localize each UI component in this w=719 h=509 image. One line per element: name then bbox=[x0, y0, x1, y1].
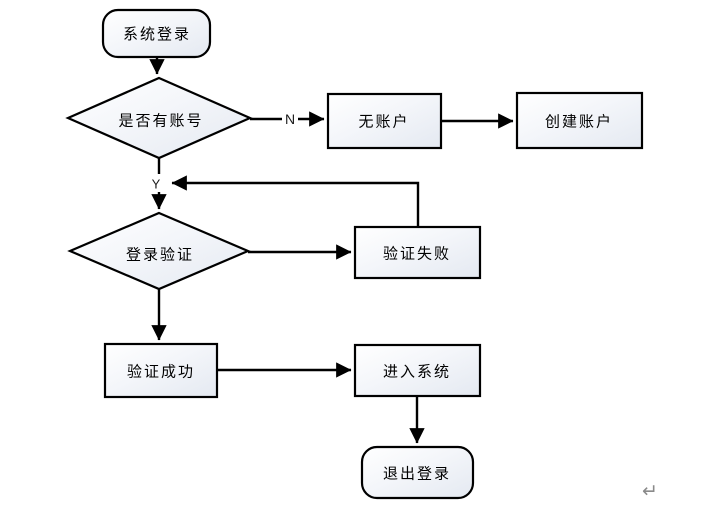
node-verify-fail[interactable]: 验证失败 bbox=[353, 225, 482, 280]
node-no-account-label: 无账户 bbox=[358, 114, 409, 131]
branch-label-no-bg bbox=[282, 109, 298, 129]
node-logout[interactable]: 退出登录 bbox=[360, 445, 475, 500]
node-has-account[interactable]: 是否有账号 bbox=[65, 76, 253, 160]
node-create-account-label: 创建账户 bbox=[545, 114, 613, 131]
edge-verifyfail-feedback bbox=[171, 175, 420, 227]
node-login-verify[interactable]: 登录验证 bbox=[67, 211, 251, 291]
node-verify-success-shape[interactable] bbox=[103, 342, 219, 399]
node-logout-shape[interactable] bbox=[360, 445, 475, 500]
node-create-account-shape[interactable] bbox=[515, 91, 644, 150]
node-verify-success[interactable]: 验证成功 bbox=[103, 342, 219, 399]
node-start[interactable]: 系统登录 bbox=[101, 8, 212, 59]
branch-label-yes-bg bbox=[149, 174, 164, 192]
node-has-account-label: 是否有账号 bbox=[118, 113, 203, 130]
node-login-verify-label: 登录验证 bbox=[126, 247, 194, 264]
node-login-verify-shape[interactable] bbox=[67, 211, 251, 291]
node-start-label: 系统登录 bbox=[123, 26, 191, 43]
branch-label-no: N bbox=[282, 109, 298, 129]
branch-label-yes: Y bbox=[149, 174, 164, 192]
node-verify-fail-shape[interactable] bbox=[353, 225, 482, 280]
branch-label-no-text: N bbox=[285, 111, 295, 127]
node-enter-system-label: 进入系统 bbox=[383, 364, 451, 381]
node-logout-label: 退出登录 bbox=[383, 466, 451, 483]
node-start-shape[interactable] bbox=[101, 8, 212, 59]
paragraph-return-mark: ↵ bbox=[642, 480, 658, 502]
node-no-account[interactable]: 无账户 bbox=[326, 92, 443, 150]
node-has-account-shape[interactable] bbox=[65, 76, 253, 160]
node-no-account-shape[interactable] bbox=[326, 92, 443, 150]
node-enter-system-shape[interactable] bbox=[353, 343, 482, 398]
node-verify-fail-label: 验证失败 bbox=[383, 246, 451, 263]
node-verify-success-label: 验证成功 bbox=[127, 364, 195, 381]
branch-label-yes-text: Y bbox=[152, 177, 161, 192]
node-create-account[interactable]: 创建账户 bbox=[515, 91, 644, 150]
node-enter-system[interactable]: 进入系统 bbox=[353, 343, 482, 398]
